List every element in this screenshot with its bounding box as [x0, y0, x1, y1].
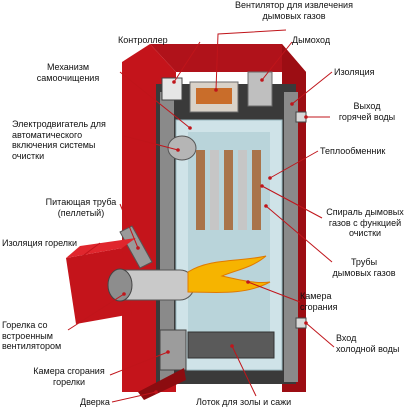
label-chimney: Дымоход: [292, 35, 331, 45]
casing-top: [150, 44, 306, 72]
label-controller: Контроллер: [118, 35, 168, 45]
exhaust-fan-grille: [196, 88, 232, 104]
label-ash-tray: Лоток для золы и сажи: [196, 397, 292, 407]
label-cold-water-in: Вход холодной воды: [336, 333, 400, 354]
label-burner-fan: Горелка со встроенным вентилятором: [2, 320, 62, 351]
label-flue-tubes: Трубы дымовых газов: [332, 257, 396, 278]
leader-lines: [67, 29, 335, 403]
insulation-right: [284, 92, 298, 382]
cleaning-motor: [167, 135, 197, 161]
label-burner-insulation: Изоляция горелки: [2, 238, 78, 248]
label-feed-pipe: Питающая труба (пеллетый): [45, 197, 117, 218]
chimney-pipe: [247, 71, 273, 107]
label-spiral: Спираль дымовых газов с функцией очистки: [326, 207, 404, 238]
label-motor: Электродвигатель для автоматического вкл…: [12, 119, 106, 161]
burner-insulation-box: [66, 248, 132, 324]
burner-chamber: [159, 329, 187, 371]
label-insulation: Изоляция: [334, 67, 375, 77]
burner-mouth: [107, 268, 133, 302]
leader-dots: [78, 78, 308, 394]
label-exhaust-fan: Вентилятор для извлечения дымовых газов: [235, 0, 353, 21]
label-heat-exchanger: Теплообменник: [320, 146, 386, 156]
flue-tubes: [196, 150, 261, 230]
controller-box: [161, 77, 183, 101]
label-combustion-chamber: Камера сгорания: [300, 291, 338, 312]
label-burner-chamber: Камера сгорания горелки: [33, 366, 105, 387]
feed-pipe: [119, 225, 153, 269]
label-door: Дверка: [80, 397, 110, 407]
label-hot-water-out: Выход горячей воды: [338, 101, 396, 122]
burner-insulation-top: [66, 238, 136, 258]
flame: [187, 255, 271, 294]
boiler-door: [138, 368, 186, 400]
label-self-cleaning: Механизм самоочищения: [36, 62, 100, 83]
insulation-left: [160, 92, 174, 382]
